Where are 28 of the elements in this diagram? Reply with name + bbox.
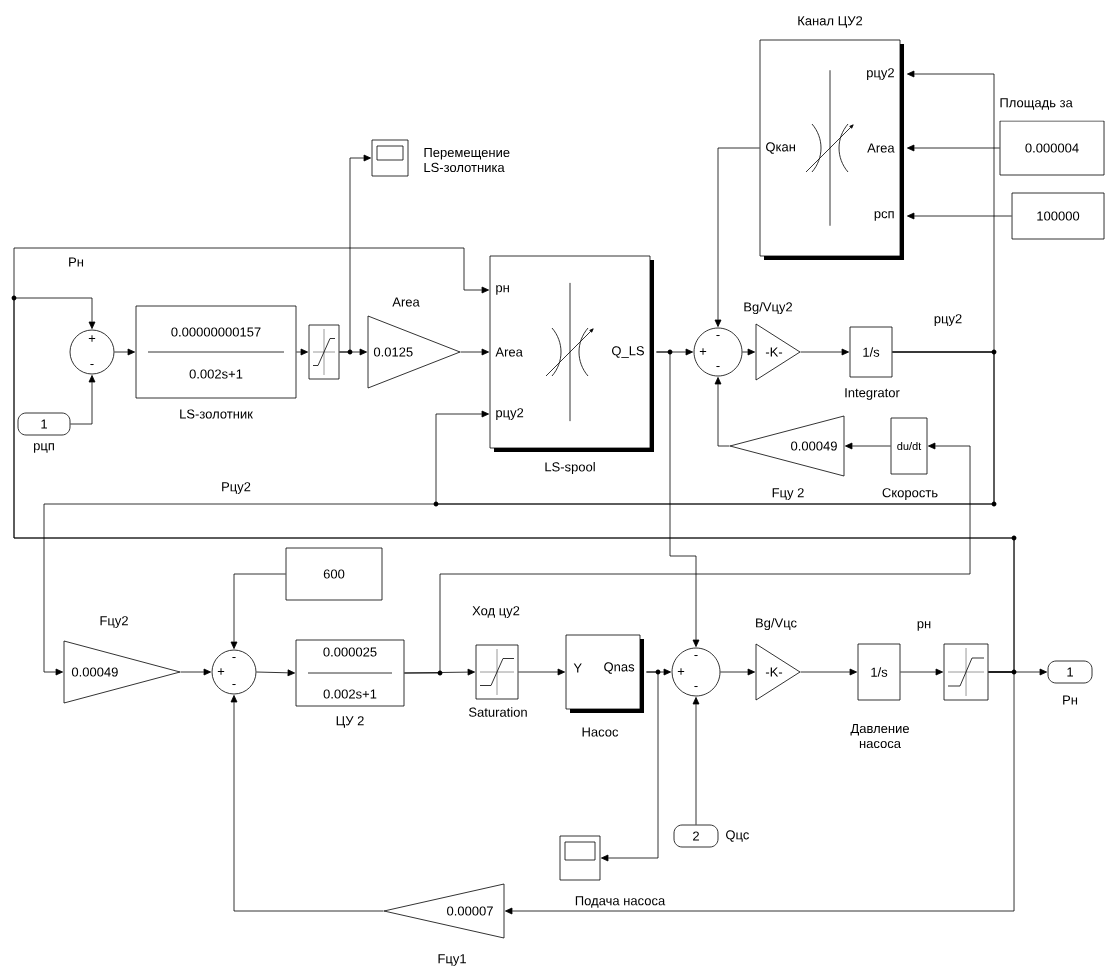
signal-line xyxy=(460,348,489,356)
signal-line xyxy=(907,212,1012,220)
signal-line xyxy=(230,573,286,649)
signal-line xyxy=(714,377,730,447)
signal-line xyxy=(800,348,849,356)
signal-line xyxy=(230,695,384,912)
signal-line xyxy=(256,669,295,677)
signal-line xyxy=(720,668,755,676)
signal-line xyxy=(601,671,659,862)
signal-line xyxy=(800,668,857,676)
signal-line xyxy=(656,351,700,647)
signal-line xyxy=(742,348,755,356)
signal-line xyxy=(845,442,891,450)
signal-line xyxy=(505,671,1015,915)
signal-line xyxy=(339,348,367,356)
signal-line xyxy=(404,442,971,674)
signal-line xyxy=(180,668,211,676)
saturation-block xyxy=(308,324,340,380)
signal-line xyxy=(907,144,1000,152)
signal-line xyxy=(296,348,308,356)
signal-line xyxy=(70,375,96,425)
signal-line xyxy=(900,668,943,676)
signal-line xyxy=(692,697,700,825)
signal-line xyxy=(43,351,995,676)
signal-line xyxy=(518,668,565,676)
saturation-block xyxy=(943,643,989,701)
signal-line xyxy=(714,147,760,327)
signal-line xyxy=(114,348,135,356)
